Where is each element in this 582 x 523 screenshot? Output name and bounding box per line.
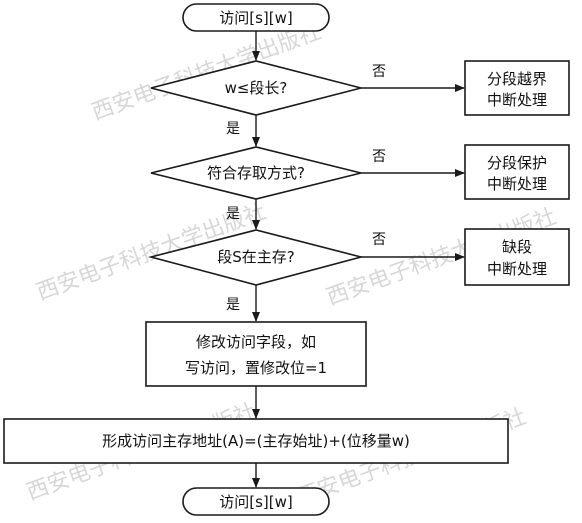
interrupt3: 缺段 中断处理	[464, 228, 570, 286]
edge-label-no3: 否	[372, 232, 386, 248]
edge-labels: 否 是 否 是 否 是	[226, 64, 386, 313]
decision3: 段S在主存?	[147, 229, 365, 286]
interrupt3-shape	[464, 228, 570, 286]
start-terminator: 访问[s][w]	[182, 3, 330, 32]
process1-label-line1: 修改访问字段，如	[196, 333, 316, 351]
edge-label-no2: 否	[372, 149, 386, 165]
edge-label-yes2: 是	[226, 206, 240, 222]
end-shape	[182, 487, 330, 516]
interrupt1-shape	[464, 60, 570, 116]
interrupt1: 分段越界 中断处理	[464, 60, 570, 116]
decision2-shape	[150, 146, 362, 200]
connectors	[252, 31, 465, 488]
interrupt2-label-line1: 分段保护	[487, 154, 547, 172]
interrupt2-shape	[464, 144, 570, 200]
end-terminator: 访问[s][w]	[182, 487, 330, 516]
decision1: w≤段长?	[150, 60, 362, 116]
process1: 修改访问字段，如 写访问，置修改位=1	[145, 321, 367, 387]
interrupt1-label-line1: 分段越界	[487, 70, 547, 88]
decision2: 符合存取方式?	[150, 146, 362, 200]
process2-shape	[3, 418, 509, 464]
end-label: 访问[s][w]	[219, 493, 293, 511]
interrupt2-label-line2: 中断处理	[487, 175, 547, 193]
decision3-label: 段S在主存?	[217, 248, 294, 266]
edge-label-yes3: 是	[226, 297, 240, 313]
decision3-shape	[147, 229, 365, 286]
process2: 形成访问主存地址(A)=(主存始址)+(位移量w)	[3, 418, 509, 464]
decision2-label: 符合存取方式?	[207, 164, 305, 182]
edge-label-no1: 否	[372, 64, 386, 80]
edge-label-yes1: 是	[226, 121, 240, 137]
process1-label-line2: 写访问，置修改位=1	[185, 359, 327, 377]
interrupt3-label-line2: 中断处理	[487, 260, 547, 278]
start-label: 访问[s][w]	[219, 9, 293, 27]
interrupt3-label-line1: 缺段	[502, 238, 532, 256]
process1-shape	[145, 321, 367, 387]
interrupt2: 分段保护 中断处理	[464, 144, 570, 200]
start-shape	[182, 3, 330, 32]
decision1-label: w≤段长?	[225, 79, 288, 97]
decision1-shape	[150, 60, 362, 116]
interrupt1-label-line2: 中断处理	[487, 91, 547, 109]
process2-label: 形成访问主存地址(A)=(主存始址)+(位移量w)	[102, 432, 410, 450]
